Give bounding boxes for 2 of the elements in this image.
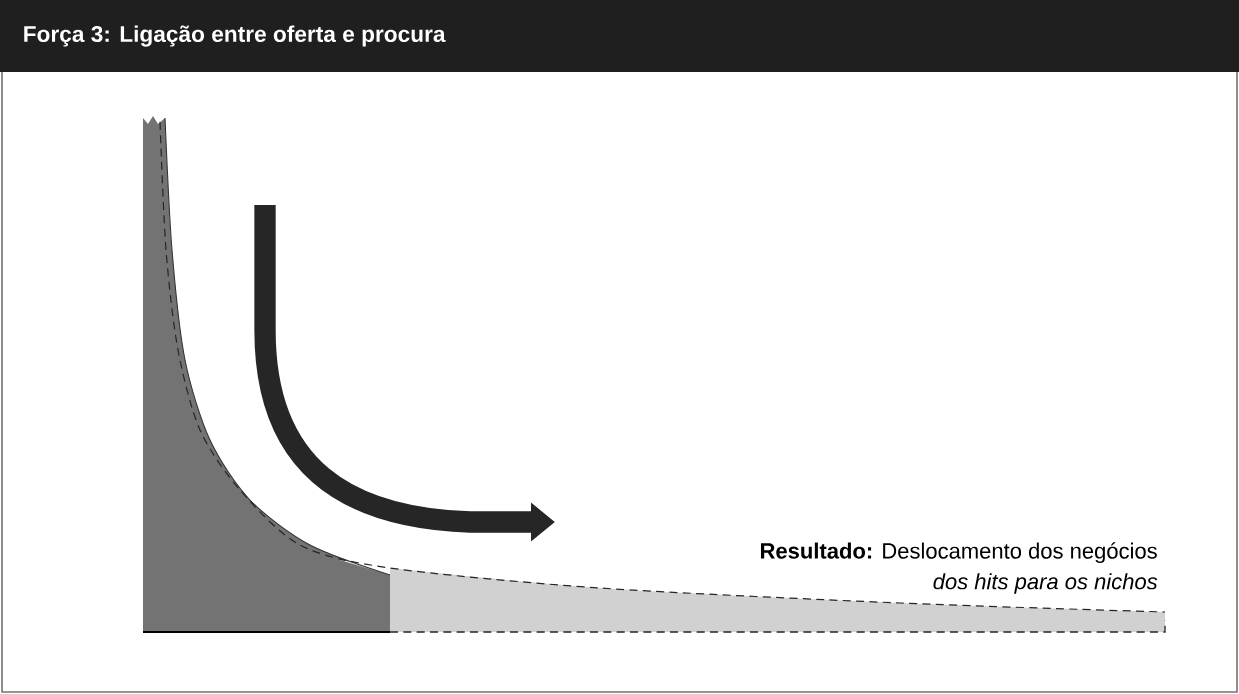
result-text: Resultado: Deslocamento dos negócios dos hits para os nichos	[761, 542, 1158, 594]
title-bar: Força 3: Ligação entre oferta e procura	[0, 0, 1239, 72]
